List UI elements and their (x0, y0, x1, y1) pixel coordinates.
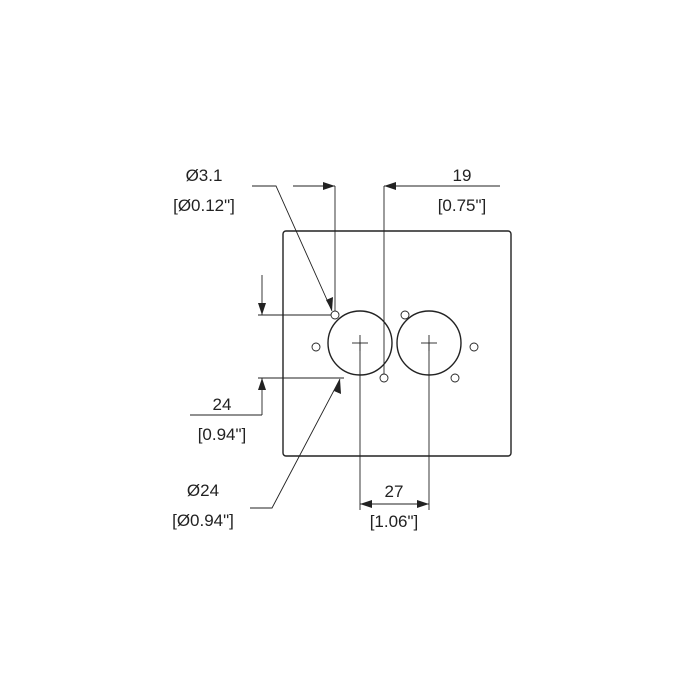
small-hole-imperial-label: [Ø0.12"] (173, 196, 235, 215)
right-mount-hole-top (400, 310, 410, 320)
center-spacing-imperial-label: [1.06"] (370, 512, 419, 531)
right-connector (396, 310, 479, 383)
left-mount-hole-top (330, 310, 340, 320)
right-mount-hole-right (469, 342, 479, 352)
right-mount-hole-bottom (450, 373, 460, 383)
left-connector (311, 310, 393, 383)
left-mount-hole-left (311, 342, 321, 352)
small-hole-metric-label: Ø3.1 (186, 166, 223, 185)
hole-offset-imperial-label: [0.75"] (438, 196, 487, 215)
vertical-offset-metric-label: 24 (213, 395, 232, 414)
large-hole-imperial-label: [Ø0.94"] (172, 511, 234, 530)
left-mount-hole-bottom (379, 373, 389, 383)
large-hole-metric-label: Ø24 (187, 481, 219, 500)
hole-offset-metric-label: 19 (453, 166, 472, 185)
panel-outline (282, 230, 512, 457)
center-spacing-metric-label: 27 (385, 482, 404, 501)
vertical-offset-imperial-label: [0.94"] (198, 425, 247, 444)
